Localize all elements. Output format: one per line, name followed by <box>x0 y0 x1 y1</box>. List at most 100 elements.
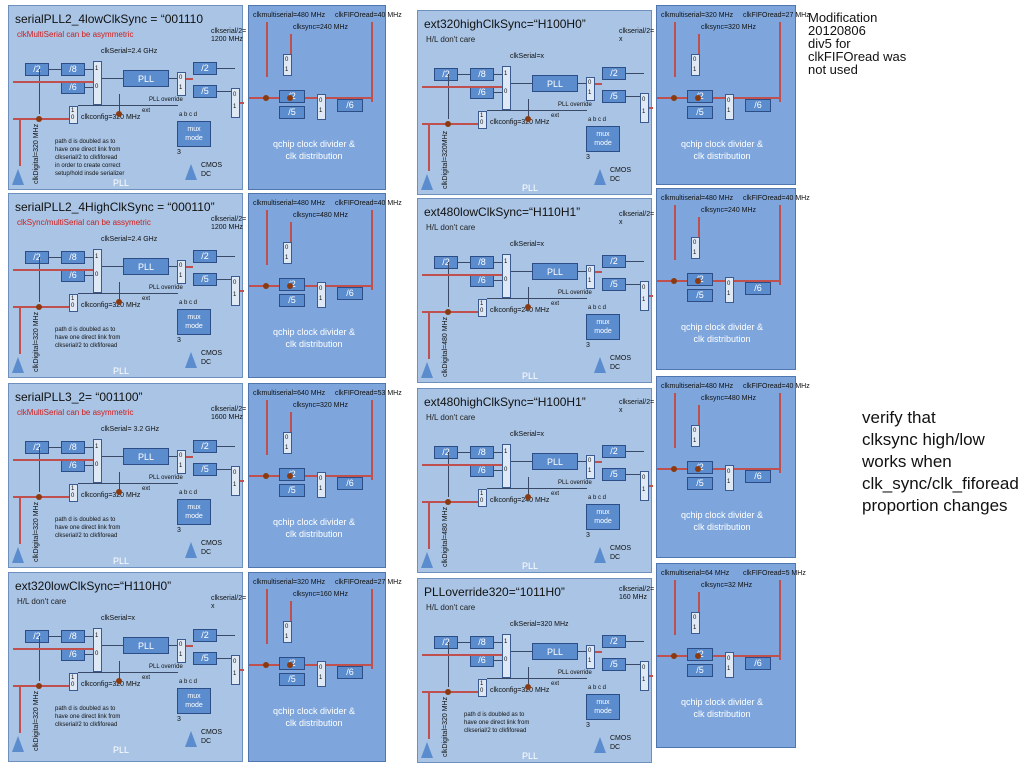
junction-dot <box>445 309 451 315</box>
div2-block-out: /2 <box>193 62 217 75</box>
clkserial-label: clkSerial=x <box>101 615 136 622</box>
wire <box>528 477 529 497</box>
div2-block: /2 <box>434 446 458 459</box>
div5-block-dist: /5 <box>279 106 305 119</box>
junction-dot <box>36 116 42 122</box>
wire <box>49 257 61 258</box>
div6-block-dist: /6 <box>337 477 363 490</box>
clkserial-label: clkSerial=320 MHz <box>510 621 569 628</box>
ext-label: ext <box>551 491 560 497</box>
clkconfig-label: clkconfig=320 MHz <box>81 114 141 121</box>
clkserial-label: clkSerial= 3.2 GHz <box>101 426 160 433</box>
cmos-triangle-icon <box>185 731 197 747</box>
clksync-label: clksync=240 MHz <box>293 24 349 31</box>
clock-path-red <box>422 654 502 656</box>
wire <box>626 664 640 665</box>
junction-dot <box>525 684 531 690</box>
clksync-label: clksync=240 MHz <box>701 207 757 214</box>
clock-out-arrow <box>779 580 781 660</box>
junction-dot <box>287 662 293 668</box>
ext-label: ext <box>551 301 560 307</box>
pll-override-label: PLL override <box>149 664 183 670</box>
pll-block: PLL <box>123 258 169 275</box>
wire <box>49 636 61 637</box>
wire <box>511 271 532 272</box>
clock-path-red <box>19 685 21 733</box>
wire <box>217 91 231 92</box>
three-label: 3 <box>586 154 590 161</box>
panel-title: PLLoverride320=“1011H0” <box>424 585 565 599</box>
three-label: 3 <box>586 532 590 539</box>
digital-clock-triangle-icon <box>421 362 433 378</box>
three-label: 3 <box>586 342 590 349</box>
pll-label: PLL <box>522 371 539 381</box>
pll-override-label: PLL override <box>558 290 592 296</box>
clkfiforead-label: clkFIFOread=27 MHz <box>335 579 402 586</box>
wire <box>494 280 502 281</box>
clock-path-red <box>649 485 653 487</box>
clock-path-red <box>19 306 21 354</box>
wire <box>511 461 532 462</box>
div2-block: /2 <box>25 630 49 643</box>
junction-dot <box>671 466 677 472</box>
div8-block: /8 <box>61 251 85 264</box>
div5-block-dist: /5 <box>279 294 305 307</box>
clkserial-div-label: clkserial/2= 1200 MHz <box>211 216 247 231</box>
pll-label: PLL <box>522 561 539 571</box>
panel-subtitle: clkSync/multiSerial can be assymetric <box>17 218 151 227</box>
panel-title: ext480lowClkSync=“H110H1” <box>424 205 581 219</box>
clock-path-red <box>249 97 373 99</box>
pll-label: PLL <box>113 556 130 566</box>
wire <box>169 78 177 79</box>
ext-label: ext <box>551 113 560 119</box>
clock-path-red <box>657 655 781 657</box>
wire <box>119 94 120 114</box>
mux-mode-block: mux mode <box>586 126 620 152</box>
ext-label: ext <box>142 486 151 492</box>
pll-block: PLL <box>123 637 169 654</box>
div5-block-out: /5 <box>193 85 217 98</box>
wire <box>528 667 529 687</box>
clksync-label: clksync=32 MHz <box>701 582 753 589</box>
clock-out-arrow <box>290 412 292 450</box>
pll-section-box: serialPLL2_4HighClkSync = “000110”clkSyn… <box>8 193 244 378</box>
pll-override-label: PLL override <box>149 475 183 481</box>
clock-path-red <box>595 651 602 653</box>
wire <box>626 474 640 475</box>
clock-path-red <box>249 475 373 477</box>
mux-mode-block: mux mode <box>586 694 620 720</box>
three-label: 3 <box>177 149 181 156</box>
junction-dot <box>671 278 677 284</box>
div2-block-out: /2 <box>602 445 626 458</box>
pll-section-box: ext480highClkSync=“H100H1”H/L don't care… <box>417 388 653 573</box>
div5-block-dist: /5 <box>279 484 305 497</box>
cmos-dc-label: CMOS DC <box>610 355 631 371</box>
clock-path-red <box>13 648 93 650</box>
mux-mode-block: mux mode <box>177 688 211 714</box>
wire <box>102 266 123 267</box>
clksync-label: clksync=160 MHz <box>293 591 349 598</box>
junction-dot <box>671 653 677 659</box>
clkconfig-label: clkconfig=320 MHz <box>81 681 141 688</box>
clkfiforead-label: clkFIFOread=5 MHz <box>743 570 806 577</box>
clock-path-red <box>13 269 93 271</box>
div8-block: /8 <box>470 446 494 459</box>
wire <box>217 469 231 470</box>
digital-clock-triangle-icon <box>421 552 433 568</box>
wire <box>217 256 235 257</box>
wire <box>217 446 235 447</box>
div2-block-out: /2 <box>602 67 626 80</box>
wire <box>626 73 644 74</box>
panel-subtitle: H/L don't care <box>17 597 67 606</box>
